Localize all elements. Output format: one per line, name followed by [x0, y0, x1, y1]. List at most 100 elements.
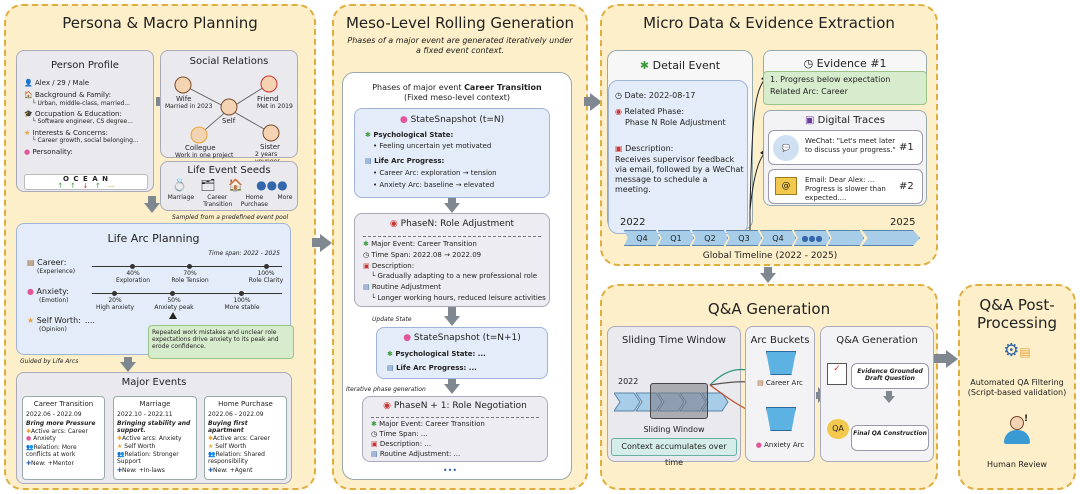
clock-icon: ◷ [615, 91, 625, 100]
timeline-q4: Q4 [760, 230, 796, 246]
sparkle-icon: ✱ [363, 240, 372, 248]
life-event-seeds: Life Event Seeds 💍 🗂 🏠 ●●● Marriage Care… [160, 161, 298, 211]
arc-note: Repeated work mistakes and unclear role … [148, 325, 294, 359]
qa-filter-label: Automated QA Filtering (Script-based val… [967, 378, 1067, 397]
brain-icon: ● [403, 333, 414, 343]
phase-n: ◉ PhaseN: Role Adjustment ✱ Major Event:… [354, 213, 550, 307]
list-icon: ▤ [363, 283, 372, 291]
post-processing-panel: Q&A Post-Processing [958, 284, 1076, 490]
calendar-icon: ◉ [389, 219, 401, 229]
timeline-q1: Q1 [658, 230, 694, 246]
star-icon: ★ [27, 316, 37, 325]
clock-icon: ◷ [803, 57, 817, 70]
rings-icon: 💍 [172, 178, 188, 192]
doc-icon: ▣ [363, 262, 372, 270]
peak-marker [169, 312, 177, 319]
doc-icon: ▣ [615, 144, 626, 153]
trace-wechat: 💬 WeChat: "Let's meet later to discuss y… [768, 130, 923, 165]
event-career-transition: Career Transition 2022.06 - 2022.09 Brin… [22, 396, 105, 480]
list-icon: ▤ [371, 450, 380, 458]
brain-icon: ● [27, 287, 37, 296]
social-title: Social Relations [189, 56, 269, 67]
draft-question: Evidence Grounded Draft Question [851, 363, 929, 389]
calendar-icon: ◉ [615, 107, 625, 116]
family-icon: 🏠 [24, 90, 35, 99]
arrow-head [590, 93, 602, 111]
arc-buckets: Arc Buckets ▤ Career Arc ● Anxiety Arc [745, 326, 815, 462]
event-marriage: Marriage 2022.10 - 2022.11 Bringing stab… [113, 396, 197, 480]
chart-icon: ▤ [365, 157, 375, 165]
arrow-down [886, 391, 892, 397]
clock-icon: ◷ [363, 251, 372, 259]
ladder-icon: ▤ [757, 379, 766, 387]
arrow-down [448, 198, 456, 204]
timeline-q2: Q2 [692, 230, 728, 246]
context-note: Context accumulates over time [611, 438, 737, 467]
timeline-start: 2022 [620, 217, 646, 228]
arrow-head [760, 273, 776, 283]
brain-icon: ● [24, 147, 33, 156]
more-dots-icon: ●●● [256, 178, 288, 192]
trace-email: @ Email: Dear Alex: ... Progress is slow… [768, 169, 923, 204]
qa-icon: QA [827, 419, 849, 439]
chart-icon: ▤ [387, 364, 397, 372]
timeline-more: ●●● [794, 230, 830, 246]
arrow-head [946, 350, 958, 368]
arrow-head [883, 396, 895, 403]
house-icon: 🏠 [228, 178, 244, 192]
relation-graph [174, 75, 280, 144]
sparkle-icon: ✱ [371, 420, 380, 428]
chat-apps-icon: 💬 [773, 135, 799, 161]
clock-icon: ◷ [371, 430, 380, 438]
arrow-head [120, 362, 136, 372]
final-qa: Final QA Construction [851, 425, 929, 451]
arrow-arc-events [124, 357, 132, 363]
more-phases-icon: ••• [442, 466, 458, 475]
timeline-end: 2025 [890, 217, 916, 228]
persona-title: Persona & Macro Planning [62, 14, 258, 32]
plus-icon: ✚ [26, 459, 32, 467]
timeline-label: Global Timeline (2022 - 2025) [702, 251, 838, 261]
arrow-p1-p2 [312, 238, 322, 247]
arrow-p3-p4 [764, 267, 772, 274]
brain-icon: ● [26, 435, 32, 443]
arrow-head [444, 384, 460, 394]
evidence-body: 1. Progress below expectation Related Ar… [763, 71, 927, 105]
bucket-anxiety-icon [766, 407, 796, 431]
arrow-down [448, 379, 456, 385]
personality-bar: O C E A N ↑ ↑ ↓ ↑ — [24, 174, 148, 190]
window-frame [650, 383, 708, 419]
human-reviewer-icon: ! [1002, 414, 1032, 446]
seed-icons: 💍 🗂 🏠 ●●● [166, 178, 294, 192]
calendar-icon: ◉ [383, 401, 394, 411]
briefcase-icon: 🗂 [200, 178, 216, 192]
phase-n1: ◉ PhaseN + 1: Role Negotiation ✱ Major E… [362, 396, 548, 462]
digital-traces: ▣ Digital Traces 💬 WeChat: "Let's meet l… [763, 110, 927, 206]
people-icon: 👥 [26, 443, 34, 451]
brain-icon: ● [755, 441, 765, 449]
sparkle-icon: ✱ [365, 131, 374, 139]
event-home-purchase: Home Purchase 2022.06 - 2022.09 Buying f… [204, 396, 287, 480]
education-icon: 🎓 [24, 109, 35, 118]
brain-icon: ● [399, 115, 411, 125]
star-icon: ★ [24, 128, 33, 137]
arrow-head [444, 316, 460, 326]
human-review-label: Human Review [987, 460, 1047, 469]
sparkle-icon: ✱ [26, 428, 32, 436]
star-icon: ★ [208, 442, 214, 450]
detail-event-body: ◷ Date: 2022-08-17 ◉ Related Phase: Phas… [608, 80, 748, 234]
filter-icon: ⚙▤ [1003, 340, 1031, 361]
timeline-q3: Q3 [726, 230, 762, 246]
star-icon: ★ [117, 442, 123, 450]
profile-title: Person Profile [51, 60, 119, 71]
arrow-head [144, 203, 160, 213]
ladder-icon: ▤ [27, 258, 38, 267]
sparkle-icon: ✱ [208, 435, 214, 443]
doc-icon: ▣ [371, 440, 380, 448]
arrow-p4-p5 [934, 354, 948, 363]
sparkle-icon: ✱ [117, 435, 123, 443]
save-icon: ▣ [805, 115, 818, 126]
arrow-down [448, 307, 456, 317]
sparkle-icon: ✱ [387, 350, 396, 358]
arrow-profile-arc [148, 196, 156, 204]
